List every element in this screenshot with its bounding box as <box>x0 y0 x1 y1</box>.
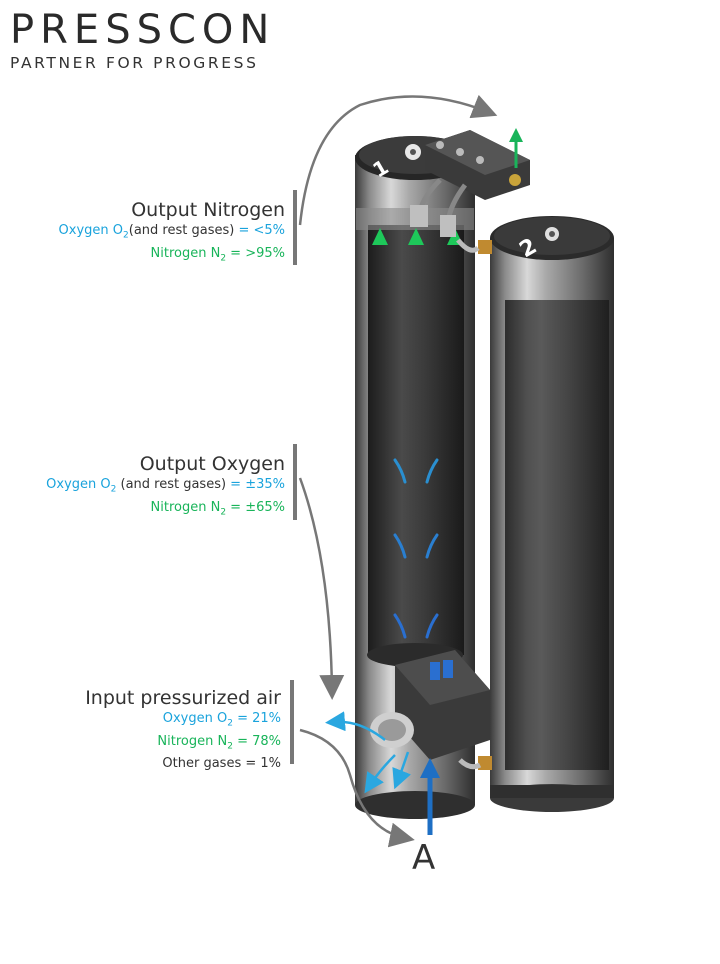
bottom-valve-block <box>370 650 490 770</box>
label-bar-oxygen <box>293 444 297 520</box>
output-oxygen-title: Output Oxygen <box>139 453 285 475</box>
output-nitrogen-title: Output Nitrogen <box>131 199 285 221</box>
input-air-title: Input pressurized air <box>85 687 281 709</box>
input-air-other-line: Other gases = 1% <box>162 756 281 772</box>
input-air-nitrogen-line: Nitrogen N2 = 78% <box>157 733 281 752</box>
input-air-oxygen-line: Oxygen O2 = 21% <box>162 711 281 729</box>
input-air-arrow <box>325 711 440 835</box>
brand-name: PRESSCON <box>10 7 276 53</box>
label-bar-air <box>290 680 294 764</box>
connector-arrows <box>298 94 498 848</box>
top-manifold <box>410 128 530 253</box>
label-bar-nitrogen <box>293 190 297 265</box>
inlet-marker: A <box>412 838 436 878</box>
output-oxygen-nitrogen-line: Nitrogen N2 = ±65% <box>150 499 285 518</box>
brand-logo: PRESSCON PARTNER FOR PROGRESS <box>10 8 370 78</box>
label-output-nitrogen: Output Nitrogen Oxygen O2(and rest gases… <box>59 198 285 267</box>
label-output-oxygen: Output Oxygen Oxygen O2 (and rest gases)… <box>46 452 285 521</box>
brand-tagline: PARTNER FOR PROGRESS <box>10 54 259 72</box>
flow-arrows-vessel-1 <box>372 228 463 657</box>
output-oxygen-oxygen-line: Oxygen O2 (and rest gases) = ±35% <box>46 477 285 495</box>
output-nitrogen-oxygen-line: Oxygen O2(and rest gases) = <5% <box>58 223 285 241</box>
label-input-air: Input pressurized air Oxygen O2 = 21% Ni… <box>85 686 281 773</box>
output-nitrogen-nitrogen-line: Nitrogen N2 = >95% <box>150 245 285 264</box>
vessel-2: 2 <box>478 216 614 812</box>
